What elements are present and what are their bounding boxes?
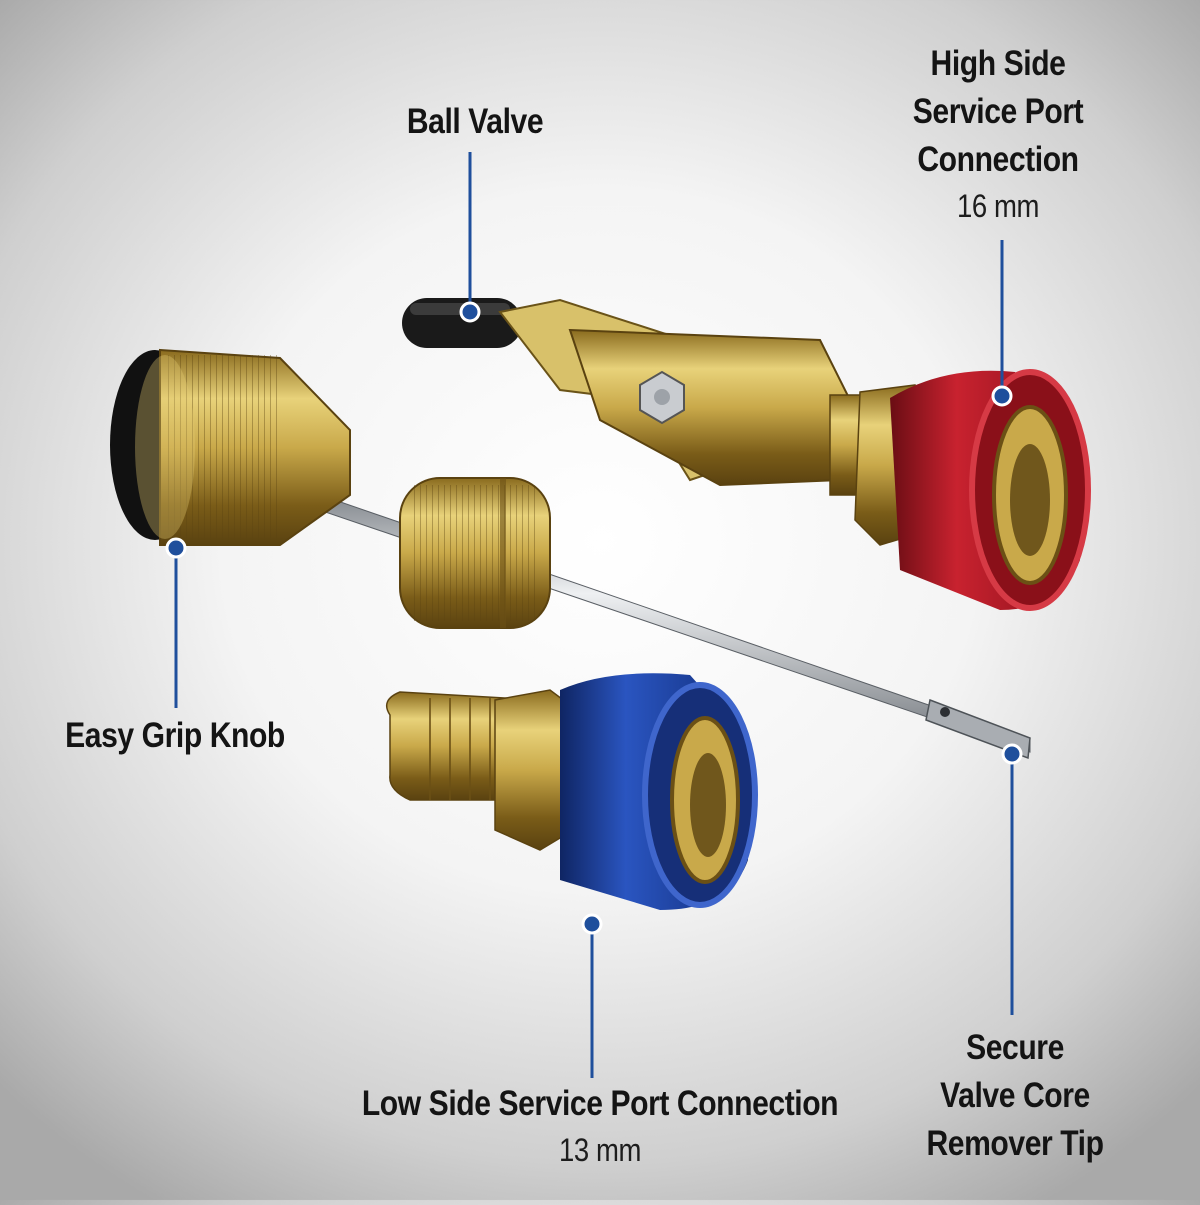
- leader-easy-grip: [165, 537, 187, 708]
- ball-valve-title: Ball Valve: [406, 102, 544, 141]
- easy-grip-title: Easy Grip Knob: [65, 716, 285, 755]
- label-low-side: Low Side Service Port Connection 13 mm: [300, 1080, 900, 1172]
- low-side-coupler-assembly: [385, 673, 758, 910]
- label-easy-grip: Easy Grip Knob: [30, 712, 320, 760]
- remover-tip-line-1: Secure: [966, 1028, 1064, 1067]
- label-ball-valve: Ball Valve: [370, 98, 580, 146]
- ball-valve-assembly: [402, 298, 1091, 611]
- label-remover-tip: Secure Valve Core Remover Tip: [880, 1024, 1150, 1168]
- label-high-side: High Side Service Port Connection 16 mm: [858, 40, 1138, 228]
- low-side-size: 13 mm: [559, 1132, 641, 1168]
- low-side-title: Low Side Service Port Connection: [361, 1084, 839, 1123]
- remover-tip-line-2: Valve Core: [940, 1076, 1090, 1115]
- leader-ball-valve: [459, 152, 481, 323]
- high-side-line-2: Service Port: [912, 92, 1084, 131]
- leader-low-side: [581, 913, 603, 1078]
- valve-body: [568, 328, 862, 487]
- remover-tip-line-3: Remover Tip: [926, 1124, 1104, 1163]
- high-side-coupler: [890, 369, 1091, 611]
- high-side-line-3: Connection: [917, 140, 1079, 179]
- leader-high-side: [991, 240, 1013, 407]
- high-side-line-1: High Side: [930, 44, 1066, 83]
- low-side-coupler: [560, 673, 758, 910]
- high-side-size: 16 mm: [957, 188, 1039, 224]
- leader-remover-tip: [1001, 743, 1023, 1015]
- core-remover-tool: [110, 348, 1031, 760]
- easy-grip-knob: [110, 348, 351, 546]
- knurled-collar: [399, 477, 551, 629]
- remover-tip: [925, 698, 1031, 760]
